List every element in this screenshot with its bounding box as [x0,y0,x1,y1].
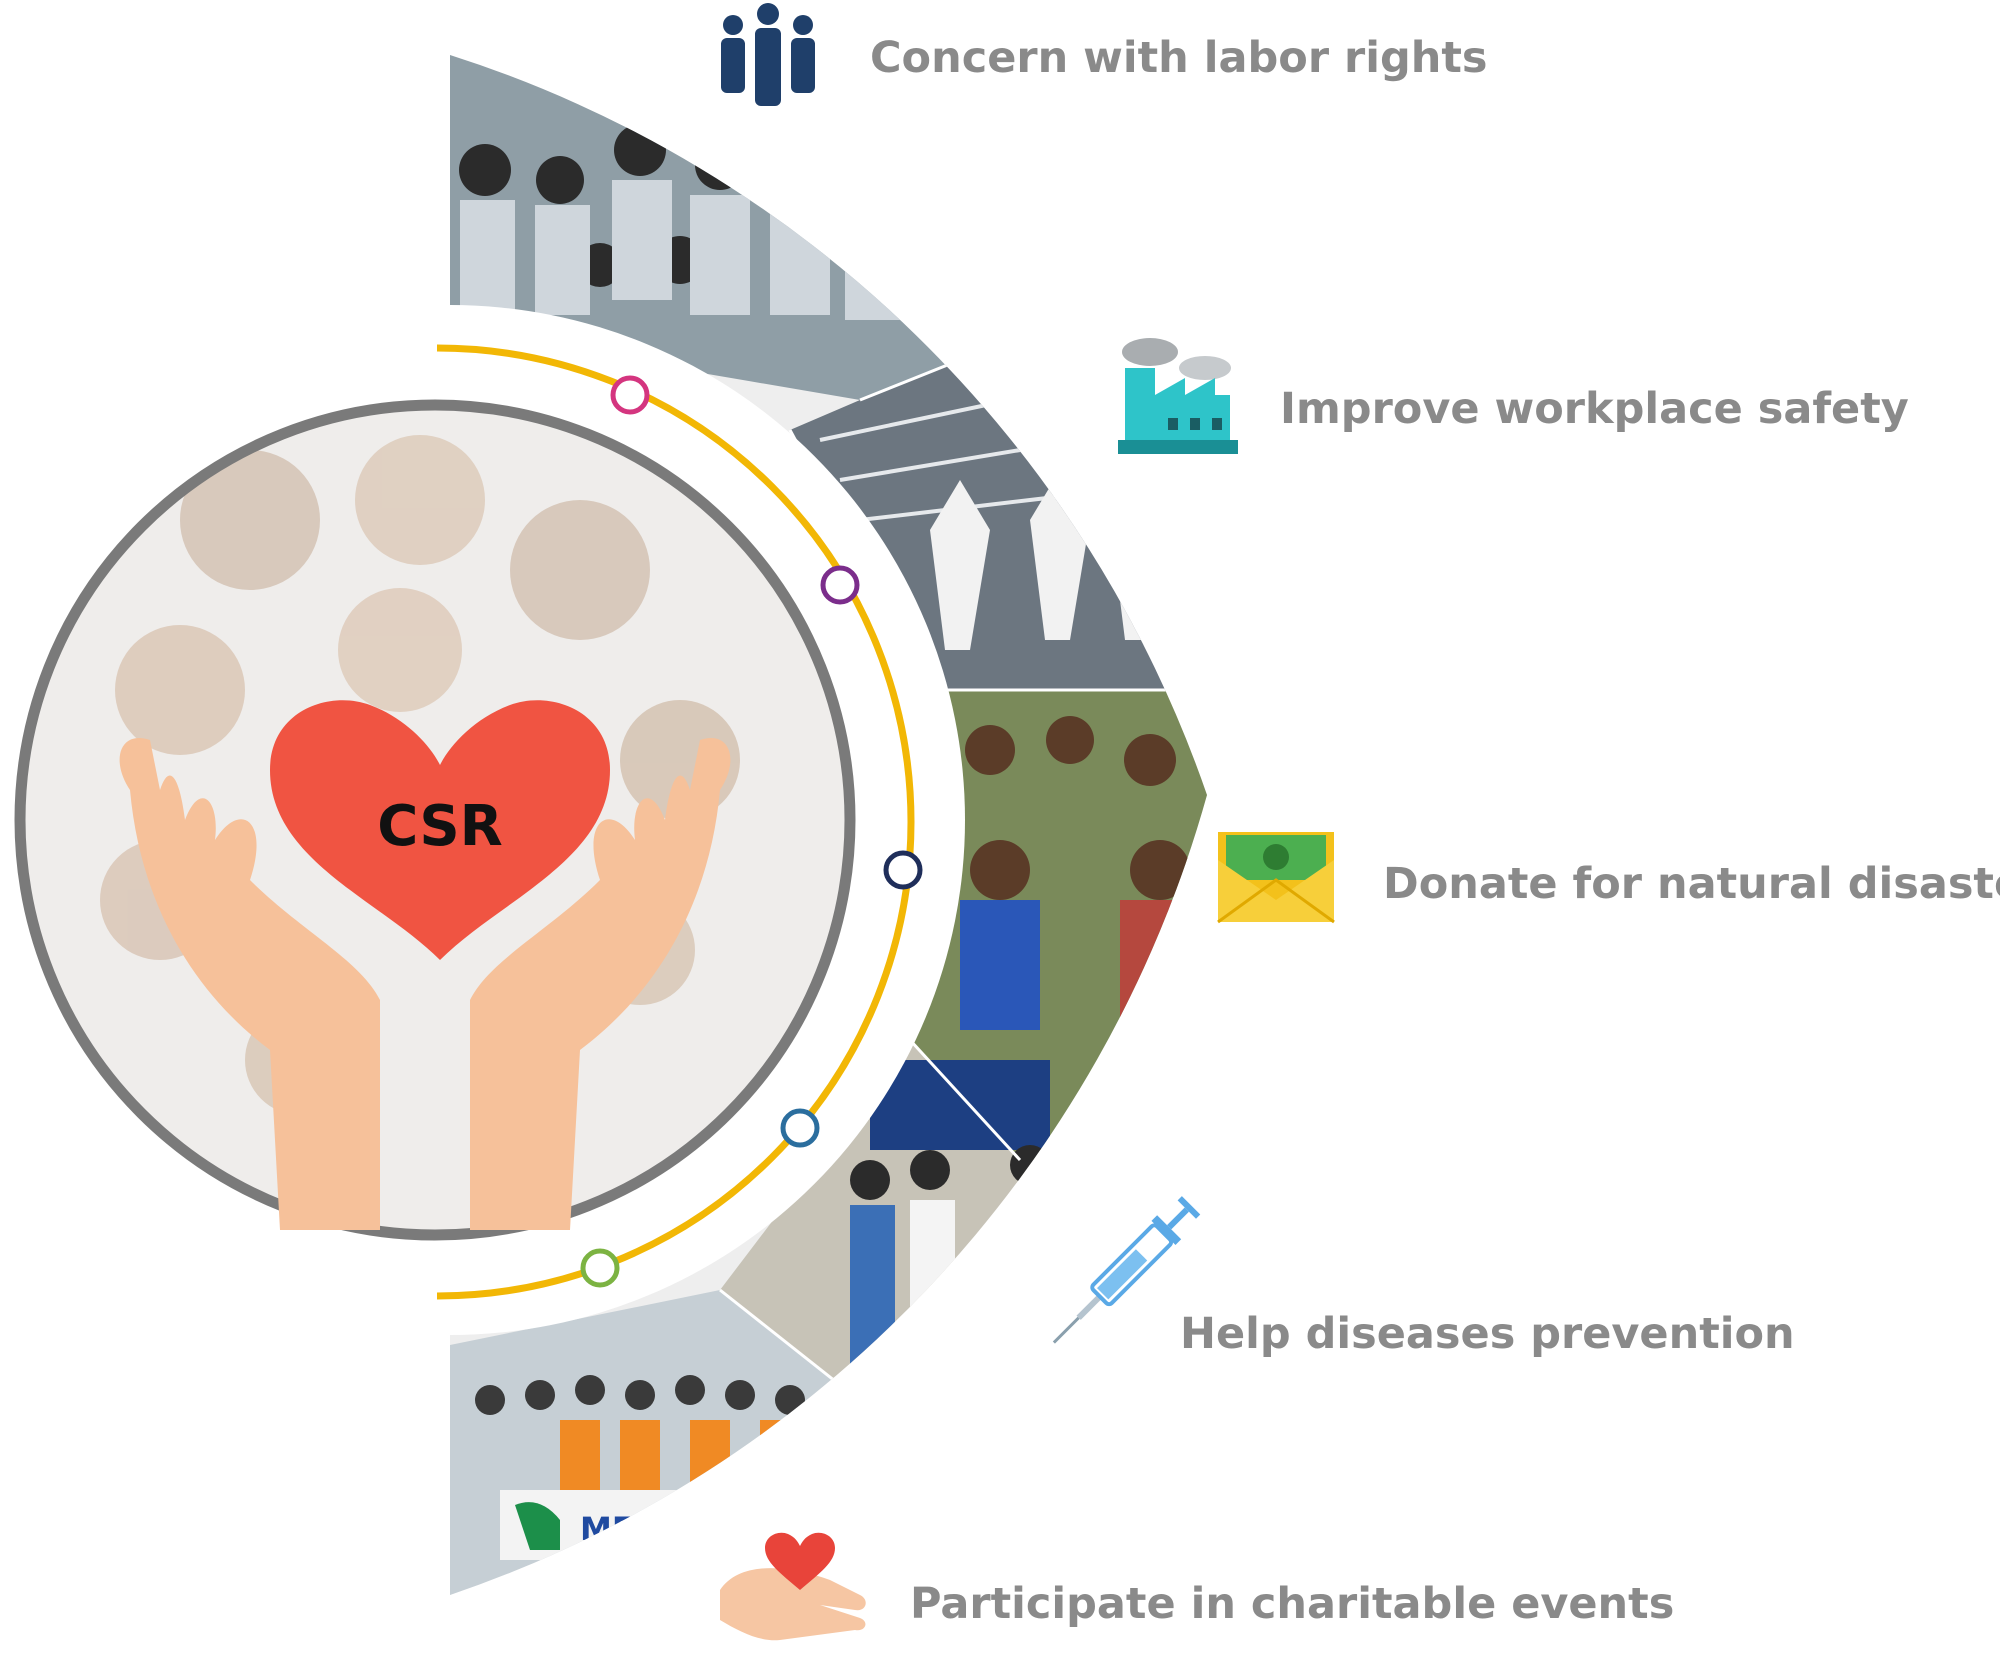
csr-circle: CSR [14,399,856,1241]
factory-icon [1118,338,1238,454]
people-icon [721,3,815,106]
dot-natural-disasters [883,850,923,890]
cupped-hands-icon [119,738,731,1230]
inner-ring [14,399,856,1241]
dot-charitable-events [580,1248,620,1288]
photo-charitable-events: MEDTECS [450,1290,960,1595]
money-envelope-icon [1217,832,1335,924]
dot-diseases-prevention [780,1108,820,1148]
banner-text: MEDTECS [580,1510,751,1548]
heart-icon [270,700,610,960]
arc-dots [580,375,923,1288]
label-charitable-events: Participate in charitable events [910,1579,1674,1629]
item-labels: Concern with labor rights Improve workpl… [870,33,2000,1629]
label-diseases-prevention: Help diseases prevention [1180,1309,1795,1359]
syringe-icon [1052,1196,1201,1344]
dot-workplace-safety [820,565,860,605]
heart-hand-icon [720,1532,866,1641]
dot-labor-rights [610,375,650,415]
yellow-arc [436,344,915,1300]
label-natural-disasters: Donate for natural disasters [1383,859,2000,909]
label-labor-rights: Concern with labor rights [870,33,1488,83]
csr-label: CSR [377,794,503,859]
label-workplace-safety: Improve workplace safety [1280,384,1909,434]
